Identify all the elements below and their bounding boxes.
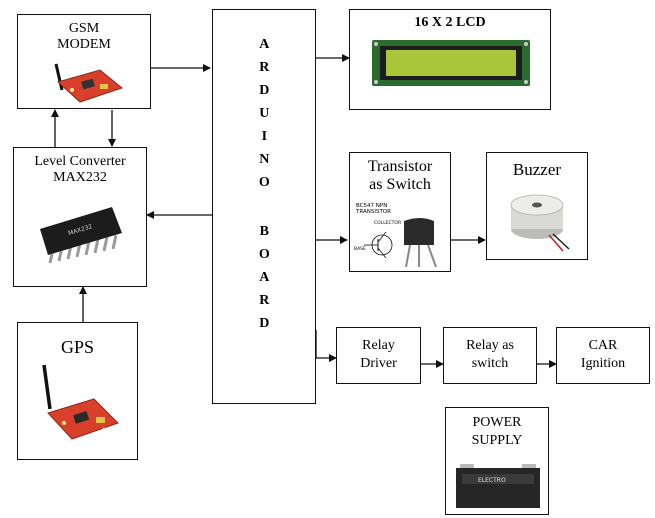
relay-driver-block: Relay Driver bbox=[336, 327, 421, 384]
gsm-modem-block: GSM MODEM bbox=[17, 14, 151, 109]
transistor-label-line1: Transistor bbox=[367, 158, 433, 175]
max232-chip-image: MAX232 bbox=[40, 207, 122, 264]
transistor-caption-line2: TRANSISTOR bbox=[356, 209, 391, 215]
lcd-block: 16 X 2 LCD bbox=[349, 9, 551, 110]
gps-module-image bbox=[42, 364, 119, 440]
lcd-module-image bbox=[372, 40, 530, 86]
battery-image: ELECTRO bbox=[456, 464, 540, 508]
level-converter-label-line1: Level Converter bbox=[34, 154, 126, 169]
gsm-module-image bbox=[54, 63, 124, 103]
level-converter-label-line2: MAX232 bbox=[53, 170, 107, 186]
relay-driver-label-line2: Driver bbox=[360, 356, 397, 372]
buzzer-block: Buzzer bbox=[486, 152, 588, 260]
power-supply-block: POWER SUPPLY ELECTRO bbox=[445, 407, 549, 515]
gps-block: GPS bbox=[17, 322, 138, 460]
transistor-image: COLLECTOR BASE bbox=[354, 218, 437, 268]
car-ignition-block: CAR Ignition bbox=[556, 327, 650, 384]
transistor-label-line2: as Switch bbox=[369, 176, 431, 194]
power-supply-label-line1: POWER bbox=[472, 415, 522, 430]
relay-driver-label-line1: Relay bbox=[362, 338, 395, 353]
relay-switch-block: Relay as switch bbox=[443, 327, 537, 384]
relay-switch-label-line2: switch bbox=[471, 356, 509, 372]
transistor-switch-block: Transistor as Switch BC547 NPN TRANSISTO… bbox=[349, 152, 451, 272]
buzzer-image bbox=[510, 194, 570, 252]
level-converter-block: Level Converter MAX232 MAX232 bbox=[13, 147, 147, 287]
transistor-caption-line1: BC547 NPN bbox=[356, 203, 388, 209]
gps-label: GPS bbox=[60, 337, 95, 357]
lcd-label: 16 X 2 LCD bbox=[414, 15, 486, 30]
battery-brand-text: ELECTRO bbox=[478, 477, 506, 484]
board-word: BOARD bbox=[256, 223, 272, 339]
arduino-word: ARDUINO bbox=[256, 37, 272, 198]
buzzer-label: Buzzer bbox=[512, 160, 562, 179]
transistor-caption: BC547 NPN TRANSISTOR bbox=[356, 203, 391, 215]
arduino-board-block: ARDUINO BOARD bbox=[212, 9, 316, 404]
gsm-modem-label-line2: MODEM bbox=[57, 37, 111, 53]
arduino-label: ARDUINO BOARD bbox=[213, 37, 315, 344]
relay-switch-label-line1: Relay as bbox=[466, 338, 514, 353]
gsm-modem-label-line1: GSM bbox=[68, 21, 100, 36]
car-ignition-label-line2: Ignition bbox=[580, 356, 626, 372]
collector-label: COLLECTOR bbox=[374, 220, 401, 226]
power-supply-label-line2: SUPPLY bbox=[471, 432, 523, 448]
base-label: BASE bbox=[354, 246, 366, 252]
car-ignition-label-line1: CAR bbox=[588, 338, 618, 353]
